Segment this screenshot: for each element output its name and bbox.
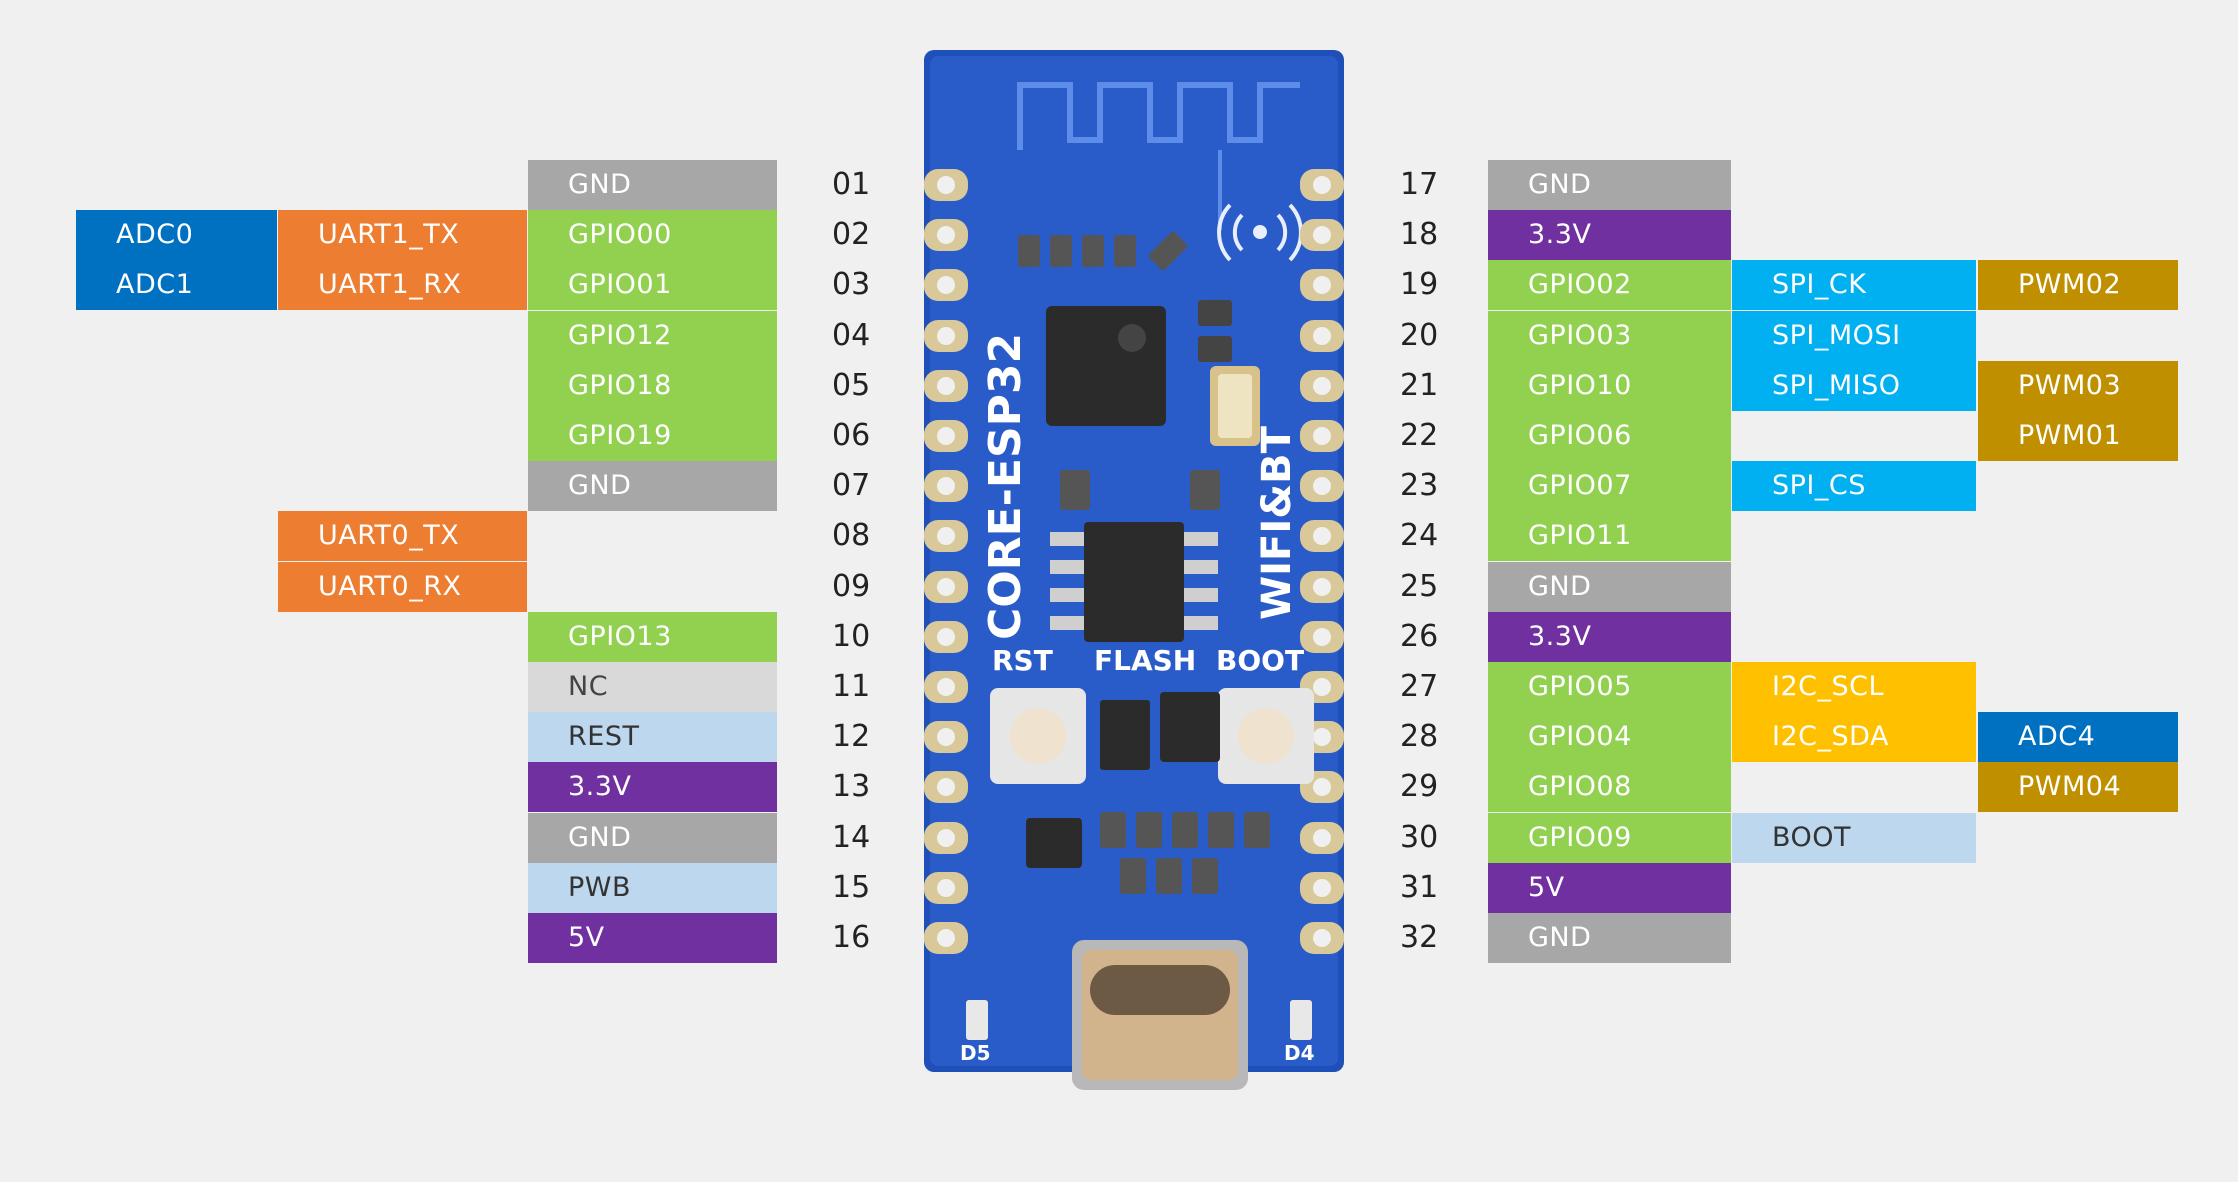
- pin-number: 06: [832, 418, 871, 453]
- pin-number: 01: [832, 167, 871, 202]
- pin-number: 14: [832, 820, 871, 855]
- pin-number: 05: [832, 368, 871, 403]
- pin-number: 10: [832, 619, 871, 654]
- pin-name-label: GPIO09: [1488, 813, 1731, 863]
- pin-number: 22: [1400, 418, 1439, 453]
- pin-name-label: GPIO06: [1488, 411, 1731, 461]
- pin-name-label: GPIO18: [528, 361, 777, 411]
- pin-adc-label: ADC1: [76, 260, 277, 310]
- pin-name-label: 3.3V: [1488, 612, 1731, 662]
- pin-name-label: 3.3V: [528, 762, 777, 812]
- pin-uart-label: UART0_RX: [278, 562, 527, 612]
- pin-number: 31: [1400, 870, 1439, 905]
- pin-number: 09: [832, 569, 871, 604]
- pin-extra-label: PWM03: [1978, 361, 2178, 411]
- flash-label: FLASH: [1094, 644, 1196, 677]
- pin-name-label: GPIO13: [528, 612, 777, 662]
- pin-number: 08: [832, 518, 871, 553]
- pin-name-label: GPIO01: [528, 260, 777, 310]
- pin-name-label: 5V: [528, 913, 777, 963]
- pin-number: 12: [832, 719, 871, 754]
- pin-name-label: GND: [1488, 913, 1731, 963]
- pin-number: 07: [832, 468, 871, 503]
- pin-name-label: GPIO07: [1488, 461, 1731, 511]
- pin-number: 21: [1400, 368, 1439, 403]
- pin-function-label: SPI_MISO: [1732, 361, 1976, 411]
- pin-name-label: GPIO19: [528, 411, 777, 461]
- antenna-trace: [1017, 82, 1300, 150]
- pin-number: 11: [832, 669, 871, 704]
- led-d4-label: D4: [1284, 1041, 1315, 1065]
- pin-number: 25: [1400, 569, 1439, 604]
- pin-number: 17: [1400, 167, 1439, 202]
- pin-name-label: GPIO05: [1488, 662, 1731, 712]
- pin-number: 19: [1400, 267, 1439, 302]
- pin-number: 02: [832, 217, 871, 252]
- pin-name-label: GPIO08: [1488, 762, 1731, 812]
- pin-number: 18: [1400, 217, 1439, 252]
- pin-name-label: GND: [528, 160, 777, 210]
- pin-uart-label: UART1_TX: [278, 210, 527, 260]
- pin-name-label: GPIO03: [1488, 311, 1731, 361]
- pin-number: 28: [1400, 719, 1439, 754]
- pin-name-label: GND: [528, 813, 777, 863]
- pin-function-label: BOOT: [1732, 813, 1976, 863]
- pin-extra-label: PWM01: [1978, 411, 2178, 461]
- pin-name-label: GPIO00: [528, 210, 777, 260]
- rst-label: RST: [992, 644, 1053, 677]
- board-silk-wireless: WIFI&BT: [1254, 425, 1300, 620]
- pin-number: 13: [832, 769, 871, 804]
- boot-button[interactable]: [1218, 688, 1314, 784]
- pin-number: 29: [1400, 769, 1439, 804]
- rst-button[interactable]: [990, 688, 1086, 784]
- usb-c-connector[interactable]: [1072, 940, 1248, 1090]
- pin-name-label: PWB: [528, 863, 777, 913]
- esp32-chip: [1046, 306, 1166, 426]
- pin-number: 30: [1400, 820, 1439, 855]
- flash-chip: [1084, 522, 1184, 642]
- pin-uart-label: UART0_TX: [278, 511, 527, 561]
- pin-name-label: NC: [528, 662, 777, 712]
- pin-name-label: GND: [528, 461, 777, 511]
- pin-uart-label: UART1_RX: [278, 260, 527, 310]
- pin-function-label: SPI_MOSI: [1732, 311, 1976, 361]
- pin-number: 03: [832, 267, 871, 302]
- pin-number: 27: [1400, 669, 1439, 704]
- pin-name-label: GPIO11: [1488, 511, 1731, 561]
- pin-number: 32: [1400, 920, 1439, 955]
- pin-name-label: 3.3V: [1488, 210, 1731, 260]
- pin-extra-label: ADC4: [1978, 712, 2178, 762]
- pin-number: 16: [832, 920, 871, 955]
- pin-number: 04: [832, 318, 871, 353]
- pin-name-label: GPIO04: [1488, 712, 1731, 762]
- pin-adc-label: ADC0: [76, 210, 277, 260]
- pin-number: 20: [1400, 318, 1439, 353]
- pin-extra-label: PWM02: [1978, 260, 2178, 310]
- pin-name-label: GPIO02: [1488, 260, 1731, 310]
- pin-name-label: 5V: [1488, 863, 1731, 913]
- wifi-icon: [1217, 203, 1303, 262]
- pin-number: 26: [1400, 619, 1439, 654]
- pin-function-label: I2C_SDA: [1732, 712, 1976, 762]
- pin-function-label: SPI_CK: [1732, 260, 1976, 310]
- pin-number: 23: [1400, 468, 1439, 503]
- pin-number: 15: [832, 870, 871, 905]
- led-d5-label: D5: [960, 1041, 991, 1065]
- pin-name-label: GPIO10: [1488, 361, 1731, 411]
- pin-name-label: GPIO12: [528, 311, 777, 361]
- pin-extra-label: PWM04: [1978, 762, 2178, 812]
- pin-number: 24: [1400, 518, 1439, 553]
- pin-name-label: GND: [1488, 562, 1731, 612]
- pin-function-label: SPI_CS: [1732, 461, 1976, 511]
- pin-name-label: GND: [1488, 160, 1731, 210]
- board-silk-main: CORE-ESP32: [980, 333, 1031, 640]
- pin-function-label: I2C_SCL: [1732, 662, 1976, 712]
- core-esp32-board: CORE-ESP32 WIFI&BT RST FLASH BOOT: [924, 50, 1344, 1090]
- pin-name-label: REST: [528, 712, 777, 762]
- boot-label: BOOT: [1216, 644, 1304, 677]
